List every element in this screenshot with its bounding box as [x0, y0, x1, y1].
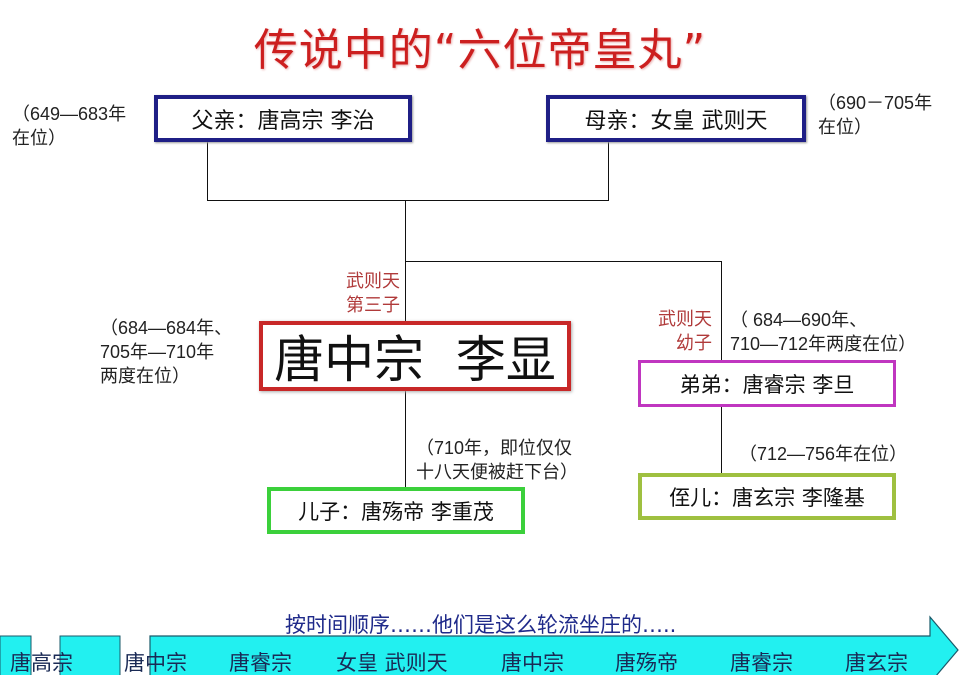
timeline-item: 女皇 武则天	[336, 651, 448, 675]
connector-main-to-son	[405, 390, 406, 487]
connector-brother-down	[721, 261, 722, 361]
shangdi-reign-note: （710年，即位仅仅 十八天便被赶下台）	[416, 436, 578, 484]
zhongzong-reign-line-3: 两度在位）	[100, 366, 190, 386]
connector-siblings-horizontal	[405, 261, 722, 262]
page-title: 传说中的“六位帝皇丸”	[253, 25, 707, 76]
father-reign-line-2: 在位）	[12, 128, 66, 148]
zhongzong-relation: 武则天 第三子	[336, 270, 400, 318]
connector-parents-horizontal	[207, 200, 609, 201]
father-node: 父亲：唐高宗 李治	[154, 95, 412, 142]
zhongzong-relation-line-1: 武则天	[346, 271, 400, 292]
shangdi-reign-line-2: 十八天便被赶下台）	[416, 462, 578, 482]
shangdi-label: 儿子：唐殇帝 李重茂	[298, 499, 494, 524]
zhongzong-reign-line-2: 705年—710年	[100, 342, 215, 362]
timeline-item: 唐中宗	[124, 651, 187, 675]
ruizong-node: 弟弟：唐睿宗 李旦	[638, 360, 896, 407]
xuanzong-reign-note: （712—756年在位）	[739, 442, 907, 466]
connector-father-down	[207, 141, 208, 201]
timeline-item: 唐玄宗	[845, 651, 908, 675]
mother-reign-line-2: 在位）	[818, 117, 872, 137]
ruizong-reign-line-2: 710—712年两度在位）	[730, 334, 917, 354]
xuanzong-reign-line-1: （712—756年在位）	[739, 444, 908, 464]
timeline-caption: 按时间顺序……他们是这么轮流坐庄的…..	[285, 613, 677, 637]
ruizong-reign-note: （ 684—690年、 710—712年两度在位）	[730, 308, 916, 356]
mother-node: 母亲：女皇 武则天	[546, 95, 806, 142]
ruizong-relation-line-1: 武则天	[658, 309, 712, 330]
zhongzong-reign-note: （684—684年、 705年—710年 两度在位）	[100, 316, 232, 388]
shangdi-node: 儿子：唐殇帝 李重茂	[267, 487, 525, 534]
ruizong-relation: 武则天 幼子	[640, 308, 712, 356]
timeline-item: 唐中宗	[501, 651, 564, 675]
connector-mother-down	[608, 141, 609, 201]
mother-reign-line-1: （690－705年	[818, 93, 933, 113]
zhongzong-reign-line-1: （684—684年、	[100, 318, 233, 338]
zhongzong-node: 唐中宗 李显	[259, 321, 571, 391]
zhongzong-relation-line-2: 第三子	[346, 295, 400, 316]
father-label: 父亲：唐高宗 李治	[191, 108, 375, 134]
father-reign-note: （649—683年 在位）	[12, 102, 126, 150]
timeline-item: 唐殇帝	[615, 651, 678, 675]
father-reign-line-1: （649—683年	[12, 104, 127, 124]
timeline-item: 唐高宗	[10, 651, 73, 675]
ruizong-reign-line-1: （ 684—690年、	[730, 310, 868, 330]
timeline-item: 唐睿宗	[229, 651, 292, 675]
xuanzong-node: 侄儿：唐玄宗 李隆基	[638, 473, 896, 520]
ruizong-relation-line-2: 幼子	[676, 333, 712, 354]
xuanzong-label: 侄儿：唐玄宗 李隆基	[669, 485, 865, 510]
connector-brother-to-nephew	[721, 406, 722, 474]
mother-reign-note: （690－705年 在位）	[818, 91, 932, 139]
timeline-arrow	[0, 615, 959, 675]
shangdi-reign-line-1: （710年，即位仅仅	[416, 438, 573, 458]
timeline-item: 唐睿宗	[730, 651, 793, 675]
zhongzong-label: 唐中宗 李显	[274, 331, 556, 389]
ruizong-label: 弟弟：唐睿宗 李旦	[679, 372, 855, 397]
mother-label: 母亲：女皇 武则天	[584, 108, 768, 134]
